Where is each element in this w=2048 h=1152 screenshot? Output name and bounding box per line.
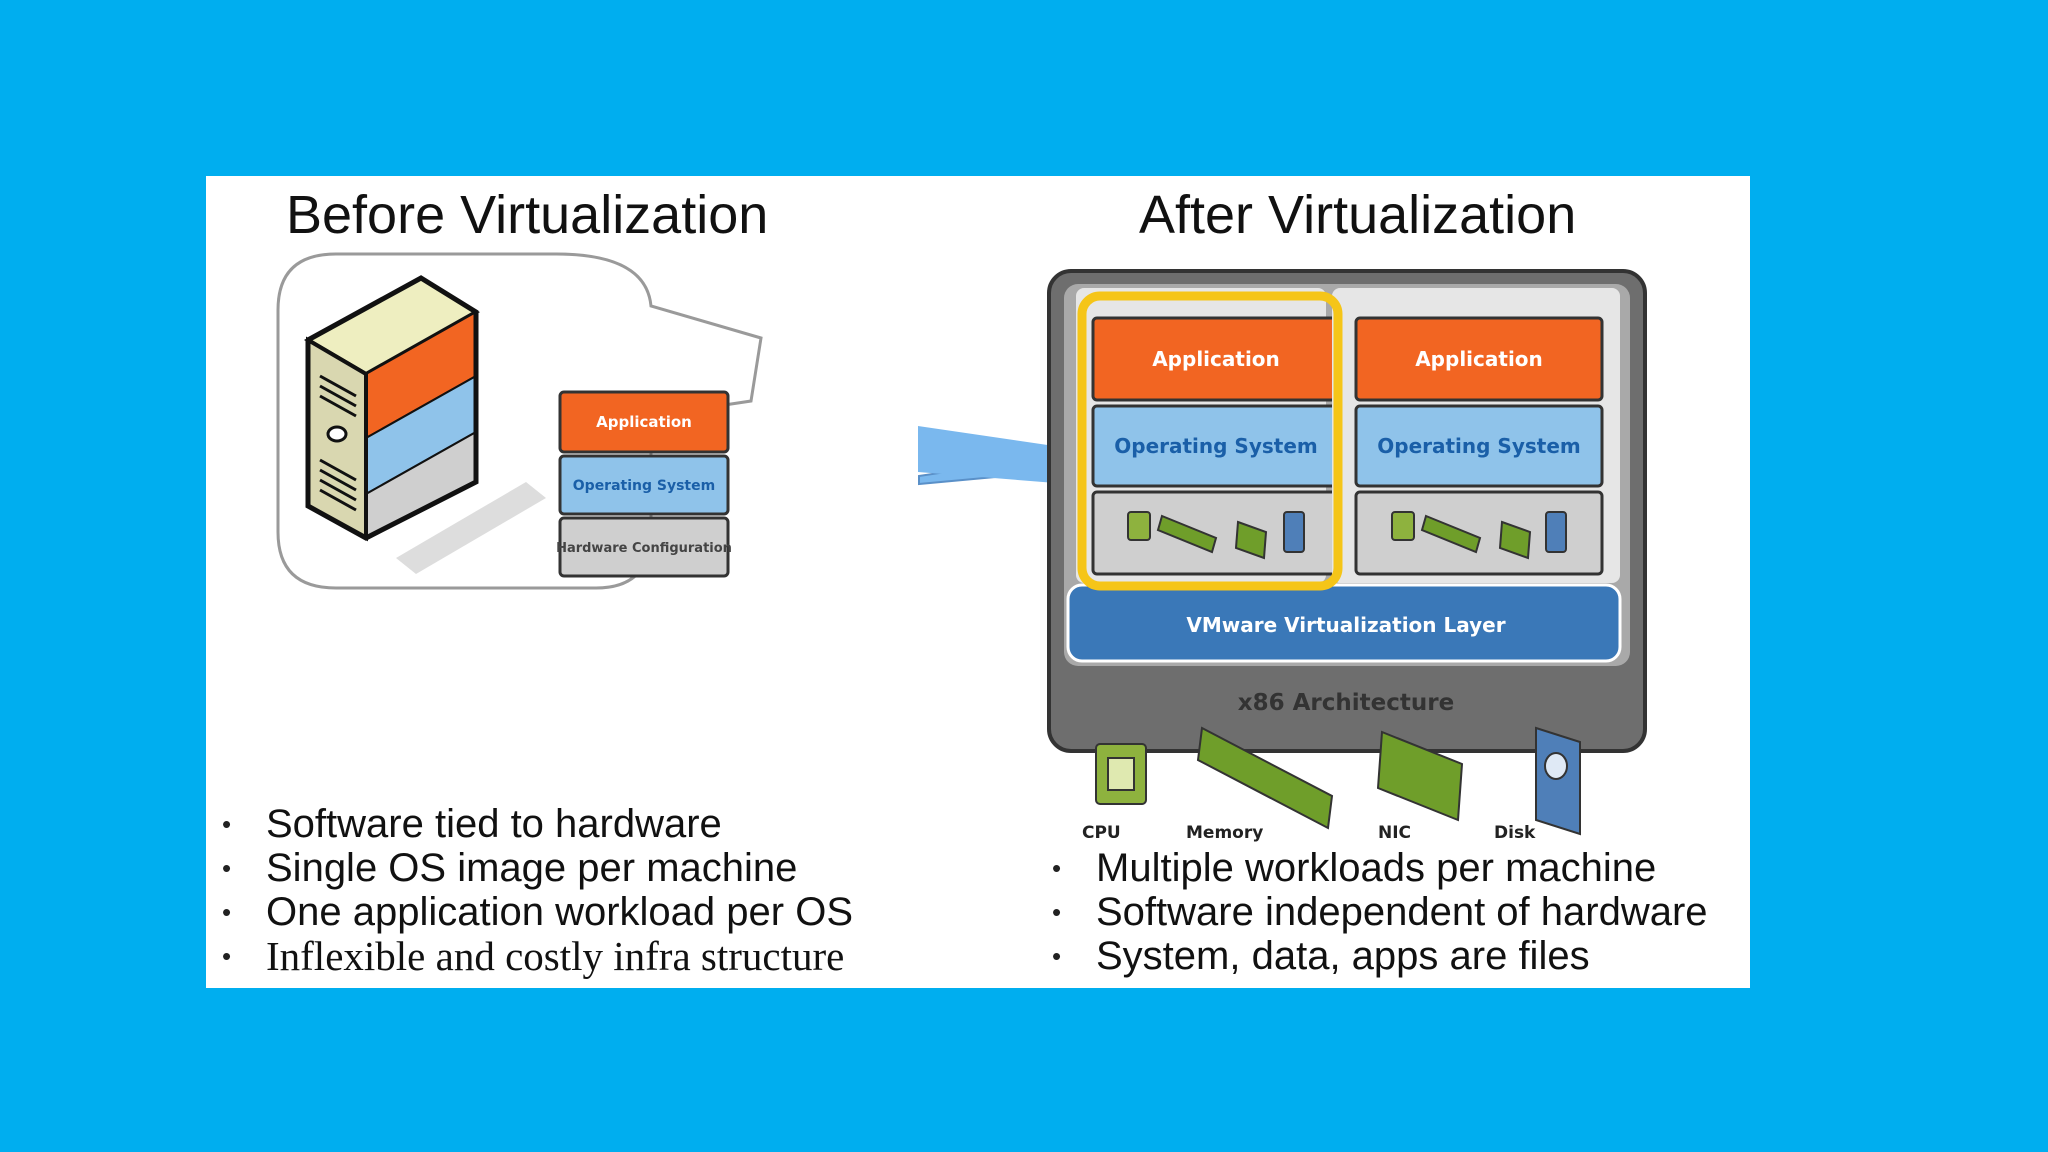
before-bullet-list: •Software tied to hardware •Single OS im… [212,802,853,979]
after-bullet-list: •Multiple workloads per machine •Softwar… [1042,846,1708,978]
cpu-icon [1095,743,1147,805]
vm-highlight-outline [1077,291,1343,591]
before-stack: Application Operating System Hardware Co… [556,390,732,578]
architecture-label: x86 Architecture [1238,690,1454,716]
vm-right-application-label: Application [1415,347,1543,371]
before-hardware-block [558,516,730,578]
before-application-label: Application [596,413,692,431]
list-item: •System, data, apps are files [1052,934,1590,978]
list-item: •Inflexible and costly infra structure [222,933,845,979]
virtual-machine-left: Application Operating System [1076,288,1341,583]
vm-left-os-label: Operating System [1114,434,1318,458]
nic-icon [1376,730,1464,822]
before-os-label: Operating System [573,478,715,494]
vm-right-os-label: Operating System [1377,434,1581,458]
list-item: •One application workload per OS [222,890,853,934]
virtualization-diagram: Application Operating System Hardware Co… [276,252,1647,843]
slide: Before Virtualization After Virtualizati… [206,176,1750,988]
list-item: •Software tied to hardware [222,802,722,846]
before-application-block [558,390,730,454]
memory-icon [1196,726,1334,830]
disk-label: Disk [1494,823,1536,843]
list-item: •Single OS image per machine [222,846,798,890]
before-hardware-label: Hardware Configuration [556,541,732,556]
virtualization-layer [1066,583,1622,663]
disk-icon [1535,726,1581,836]
virtualization-layer-label: VMware Virtualization Layer [1186,613,1505,637]
virtual-machine-right: Application Operating System [1332,288,1620,583]
list-item: •Software independent of hardware [1052,890,1708,934]
cpu-label: CPU [1082,823,1121,843]
after-title: After Virtualization [1139,185,1577,245]
before-os-block [558,454,730,516]
memory-label: Memory [1186,823,1263,843]
vm-right-hardware-icons [1391,511,1567,560]
server-tower-icon [303,275,546,574]
vm-left-application-label: Application [1152,347,1280,371]
before-title: Before Virtualization [286,185,769,245]
nic-label: NIC [1378,823,1411,843]
vm-left-hardware-icons [1127,511,1305,560]
list-item: •Multiple workloads per machine [1052,846,1657,890]
